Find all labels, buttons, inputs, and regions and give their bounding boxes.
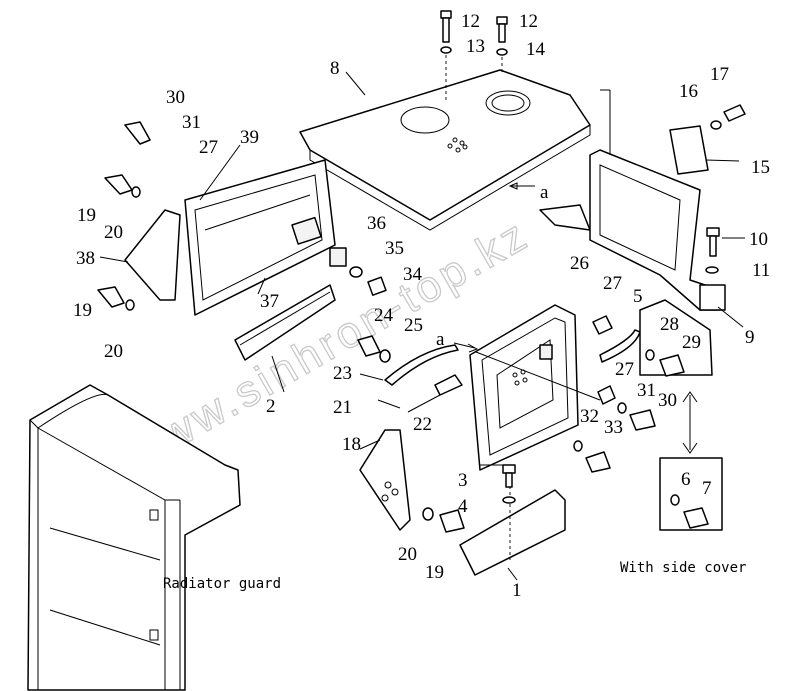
bracket-18-part <box>359 429 411 531</box>
side-plate-38-part <box>124 209 181 301</box>
pin-21-part <box>377 399 401 409</box>
label-27-mid: 27 <box>603 273 622 294</box>
bolt-19-lower-center <box>422 507 465 533</box>
label-1: 1 <box>512 580 522 601</box>
top-cover-plate-part <box>299 69 591 231</box>
label-30-top: 30 <box>166 87 185 108</box>
label-13: 13 <box>466 36 485 57</box>
label-26: 26 <box>570 253 589 274</box>
part-labels: 12 12 13 14 8 17 16 15 30 31 27 39 19 20… <box>73 11 770 601</box>
label-14: 14 <box>526 39 546 60</box>
bolt-12-left <box>440 10 452 100</box>
bolt-12-right <box>496 16 508 75</box>
label-17: 17 <box>710 64 729 85</box>
label-34: 34 <box>403 264 423 285</box>
label-36: 36 <box>367 213 386 234</box>
bolt-10 <box>705 227 720 274</box>
label-37: 37 <box>260 291 279 312</box>
label-21: 21 <box>333 397 352 418</box>
label-3: 3 <box>458 470 468 491</box>
label-25: 25 <box>404 315 423 336</box>
label-18: 18 <box>342 434 361 455</box>
bracket-22-part <box>434 374 463 396</box>
bolt-3 <box>502 464 516 504</box>
label-12-b: 12 <box>519 11 538 32</box>
bolt-30-right <box>617 402 656 431</box>
label-12-a: 12 <box>461 11 480 32</box>
label-27-top: 27 <box>199 137 218 158</box>
right-bracket-frame-part <box>539 149 726 311</box>
bolt-34 <box>329 247 387 296</box>
label-38: 38 <box>76 248 95 269</box>
label-15: 15 <box>751 157 770 178</box>
label-24: 24 <box>374 305 394 326</box>
handle-5-part <box>592 315 641 405</box>
bolt-19-lower-left <box>97 286 135 311</box>
label-19-upper: 19 <box>77 205 96 226</box>
rod-23-part <box>384 344 459 386</box>
label-29: 29 <box>682 332 701 353</box>
bolt-19-upper-left <box>104 174 141 198</box>
label-27-right: 27 <box>615 359 634 380</box>
label-a-center: a <box>436 329 445 350</box>
label-30-right: 30 <box>658 390 677 411</box>
label-4: 4 <box>458 496 468 517</box>
label-35: 35 <box>385 238 404 259</box>
label-7: 7 <box>702 478 712 499</box>
bolt-33 <box>573 440 611 473</box>
label-23: 23 <box>333 363 352 384</box>
label-31-right: 31 <box>637 380 656 401</box>
label-20-upper: 20 <box>104 222 123 243</box>
bottom-cover-1-part <box>459 480 566 576</box>
label-32: 32 <box>580 406 599 427</box>
label-31-top: 31 <box>182 112 201 133</box>
label-11: 11 <box>752 260 770 281</box>
leader-lines <box>99 71 745 581</box>
label-20-lower: 20 <box>104 341 123 362</box>
label-a-top: a <box>540 182 549 203</box>
label-6: 6 <box>681 469 691 490</box>
center-door-panel-part <box>469 304 579 471</box>
bolt-30-left <box>124 121 151 145</box>
label-39: 39 <box>240 127 259 148</box>
lower-panel-2-part <box>234 284 336 361</box>
bolt-24 <box>357 335 391 363</box>
bolt-17 <box>710 104 746 130</box>
label-2: 2 <box>266 396 276 417</box>
label-19-lower: 19 <box>73 300 92 321</box>
plate-15-part <box>669 125 709 175</box>
radiator-guard-label: Radiator guard <box>163 576 281 592</box>
label-33: 33 <box>604 417 623 438</box>
side-cover-variant <box>639 299 723 531</box>
label-20-bottom: 20 <box>398 544 417 565</box>
label-28: 28 <box>660 314 679 335</box>
label-5: 5 <box>633 286 643 307</box>
label-9: 9 <box>745 327 755 348</box>
left-side-panel-part <box>184 159 336 316</box>
label-22: 22 <box>413 414 432 435</box>
label-8: 8 <box>330 58 340 79</box>
label-10: 10 <box>749 229 768 250</box>
side-cover-label: With side cover <box>620 560 746 576</box>
radiator-guard-part <box>27 384 241 691</box>
label-19-bottom: 19 <box>425 562 444 583</box>
label-16: 16 <box>679 81 698 102</box>
